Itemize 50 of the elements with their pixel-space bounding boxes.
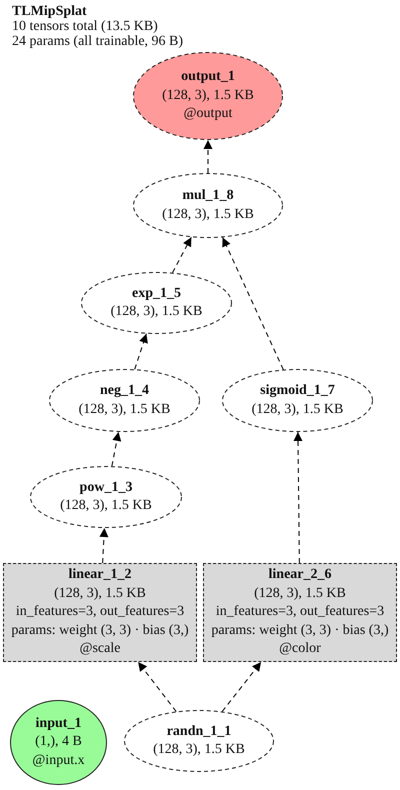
node-detail: (128, 3), 1.5 KB xyxy=(110,303,202,321)
summary-line: 24 params (all trainable, 96 B) xyxy=(12,34,184,49)
layer-box xyxy=(3,563,197,662)
tensor-ellipse xyxy=(133,52,283,140)
tensor-ellipse xyxy=(133,173,283,238)
node-detail: (128, 3), 1.5 KB xyxy=(162,86,254,105)
node-title: output_1 xyxy=(181,68,235,86)
arrow xyxy=(138,662,177,712)
node-detail: @color xyxy=(279,640,321,658)
node-title: sigmoid_1_7 xyxy=(260,382,335,400)
node-title: linear_2_6 xyxy=(268,566,332,584)
node-detail: params: weight (3, 3) · bias (3,) xyxy=(211,622,389,640)
tensor-ellipse xyxy=(30,466,182,528)
node-detail: params: weight (3, 3) · bias (3,) xyxy=(11,622,189,640)
arrow xyxy=(222,236,284,370)
node-detail: @input.x xyxy=(32,752,85,770)
arrow xyxy=(222,662,262,712)
node-detail: (128, 3), 1.5 KB xyxy=(78,400,170,418)
node-detail: (128, 3), 1.5 KB xyxy=(162,206,254,224)
node-title: exp_1_5 xyxy=(132,284,181,302)
arrow xyxy=(111,431,122,467)
tensor-ellipse xyxy=(81,272,232,334)
arrow xyxy=(172,236,192,274)
arrow xyxy=(294,432,302,564)
node-detail: in_features=3, out_features=3 xyxy=(16,603,184,622)
arrow xyxy=(134,333,148,370)
arrow xyxy=(99,528,108,564)
summary-line: 10 tensors total (13.5 KB) xyxy=(12,19,158,34)
tensor-ellipse xyxy=(49,369,200,432)
node-detail: in_features=3, out_features=3 xyxy=(216,603,384,622)
node-detail: (128, 3), 1.5 KB xyxy=(54,584,146,603)
arrow xyxy=(204,140,212,174)
node-detail: (128, 3), 1.5 KB xyxy=(153,741,245,759)
node-title: linear_1_2 xyxy=(68,566,132,584)
node-detail: (128, 3), 1.5 KB xyxy=(60,497,152,515)
node-title: pow_1_3 xyxy=(80,478,132,496)
tensor-ellipse xyxy=(124,710,274,772)
diagram-title: TLMipSplat xyxy=(12,4,87,19)
node-detail: @scale xyxy=(80,640,120,658)
tensor-ellipse xyxy=(222,369,373,432)
node-detail: (128, 3), 1.5 KB xyxy=(254,584,346,603)
node-title: neg_1_4 xyxy=(100,382,149,400)
node-title: mul_1_8 xyxy=(182,187,234,205)
tensor-ellipse xyxy=(10,700,107,785)
node-title: input_1 xyxy=(36,714,82,733)
node-detail: (1,), 4 B xyxy=(35,733,82,752)
node-detail: @output xyxy=(184,105,232,124)
node-title: randn_1_1 xyxy=(166,722,232,740)
node-detail: (128, 3), 1.5 KB xyxy=(252,400,344,418)
layer-box xyxy=(203,563,397,662)
